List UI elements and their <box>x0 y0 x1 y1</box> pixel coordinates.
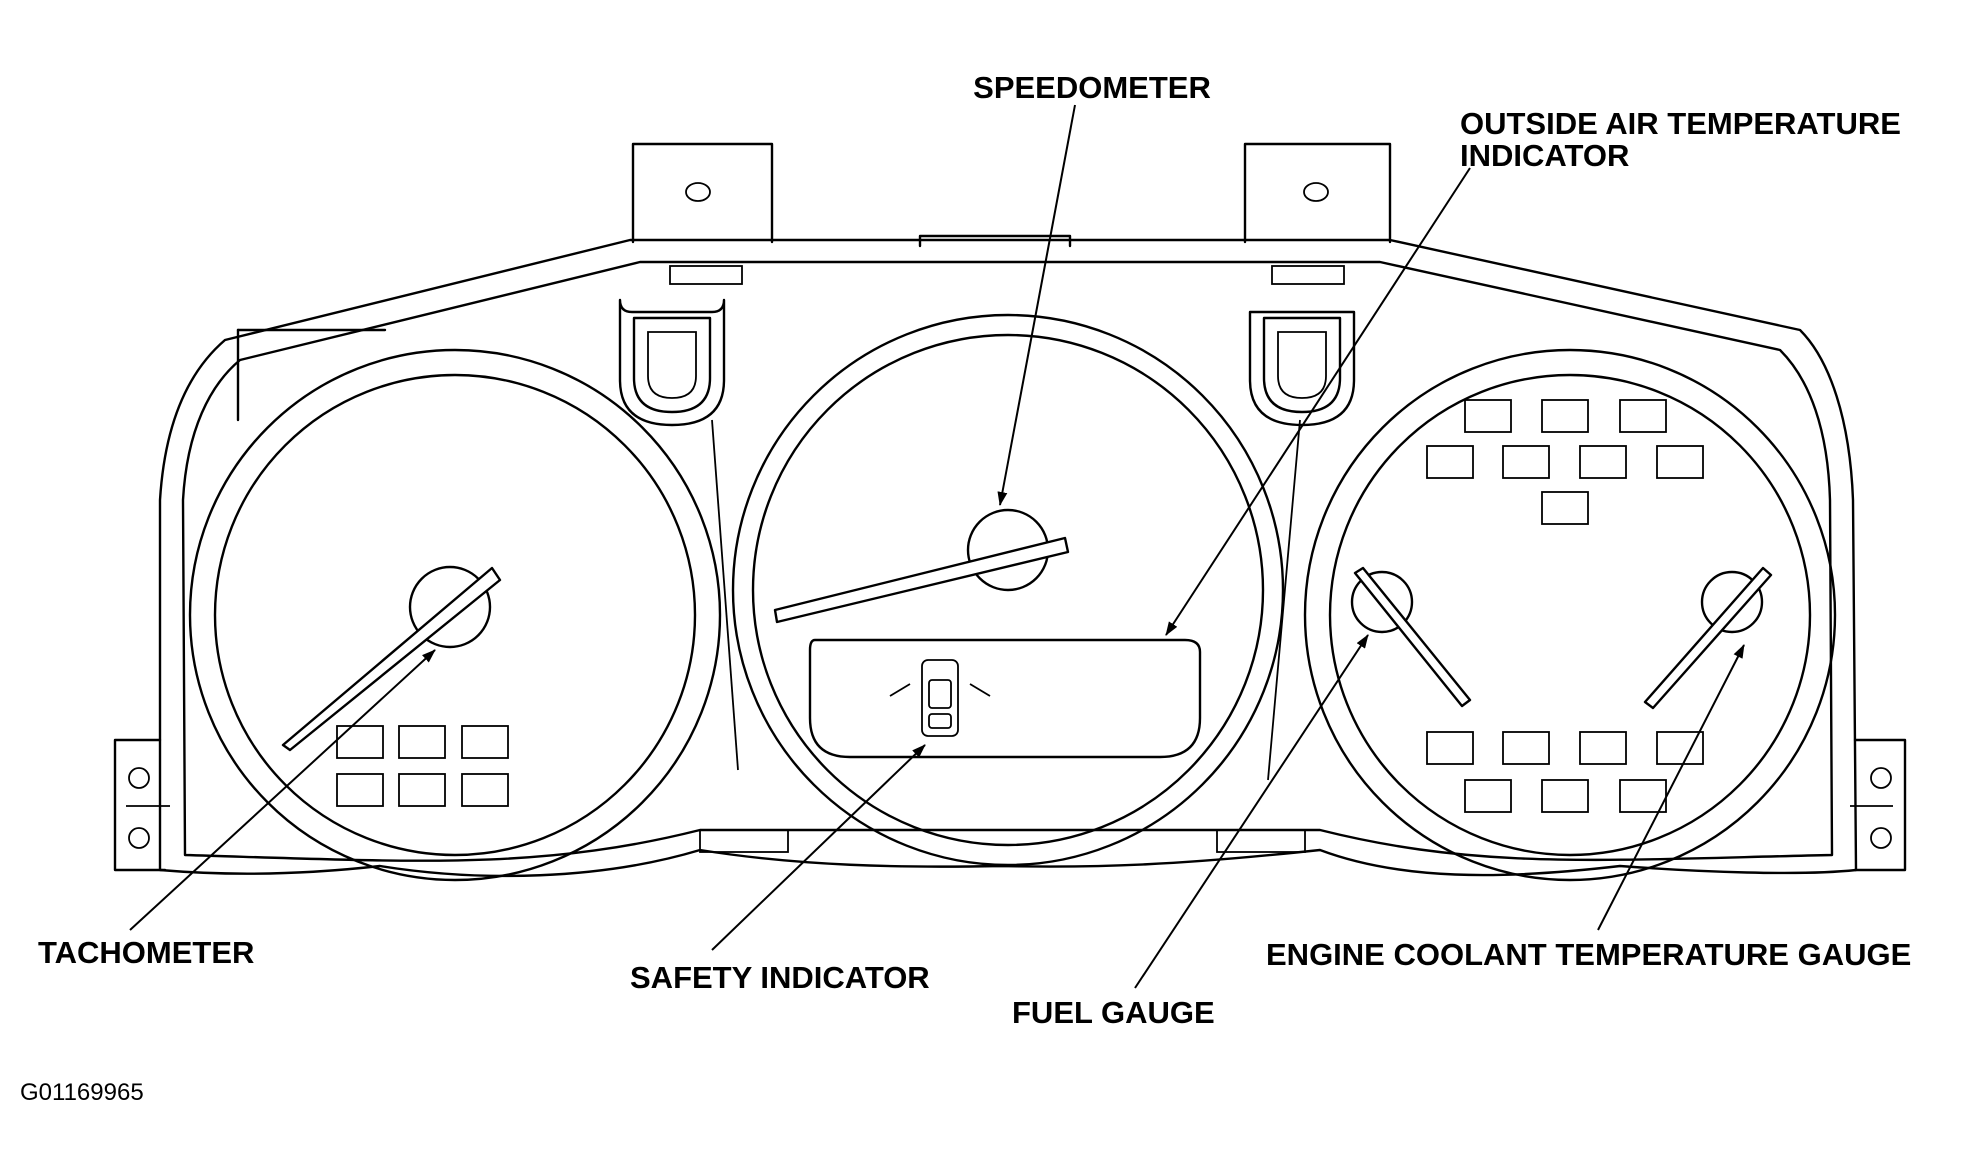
speedometer-leader <box>997 104 1076 506</box>
coolant-gauge-leader <box>1597 644 1745 931</box>
fuel-gauge-leader <box>1134 634 1369 989</box>
leader-lines <box>129 104 1745 989</box>
fuel-gauge-needle <box>1350 566 1472 708</box>
tachometer-leader <box>129 649 436 931</box>
outside-air-temperature-label-line1: OUTSIDE AIR TEMPERATURE <box>1460 106 1901 141</box>
figure-code: G01169965 <box>20 1079 144 1106</box>
tachometer-label: TACHOMETER <box>38 935 254 970</box>
safety-indicator-label: SAFETY INDICATOR <box>630 960 930 995</box>
warning-light-pod-left <box>618 298 726 427</box>
outside-air-temperature-leader <box>1165 167 1471 636</box>
outside-air-temperature-label-line2: INDICATOR <box>1460 138 1629 173</box>
speedometer-label: SPEEDOMETER <box>973 70 1211 105</box>
lower-indicator-lamps <box>1426 731 1704 813</box>
safety-indicator-icon <box>889 659 991 737</box>
coolant-gauge-needle <box>1643 566 1773 710</box>
fuel-gauge-label: FUEL GAUGE <box>1012 995 1215 1030</box>
engine-coolant-temperature-label: ENGINE COOLANT TEMPERATURE GAUGE <box>1266 937 1911 972</box>
safety-indicator-leader <box>711 744 926 951</box>
tachometer-indicator-lamps <box>336 725 509 807</box>
upper-indicator-lamps <box>1426 399 1704 525</box>
speedometer-dial <box>731 313 1285 867</box>
fuel-coolant-dial <box>1303 348 1837 882</box>
tachometer-dial <box>188 348 722 882</box>
